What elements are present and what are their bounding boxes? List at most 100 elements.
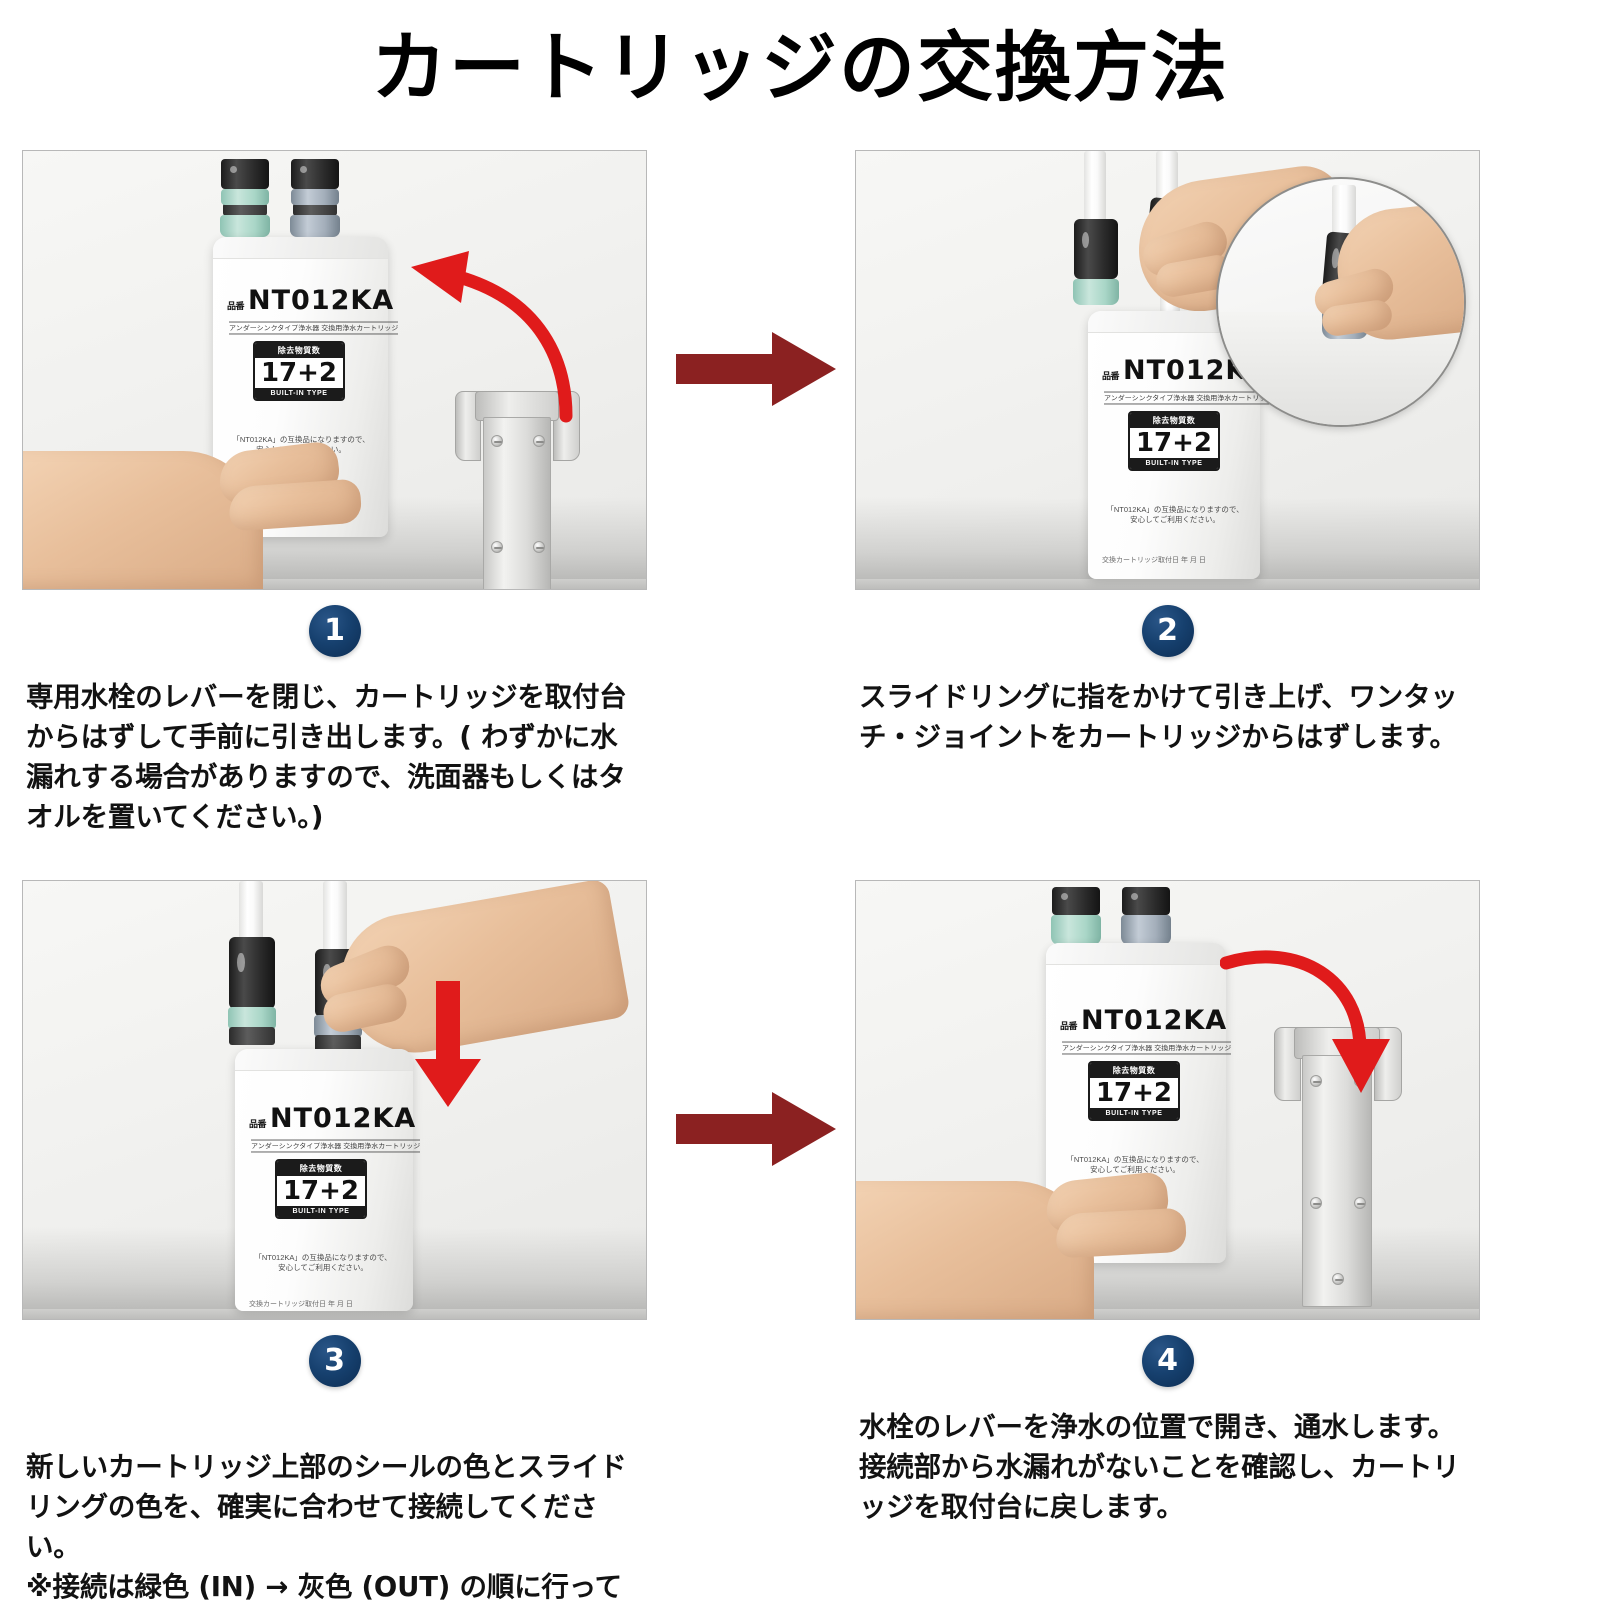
spec-box-footer: BUILT-IN TYPE	[277, 1206, 365, 1218]
step-1-caption: 専用水栓のレバーを閉じ、カートリッジを取付台からはずして手前に引き出します。( …	[26, 681, 627, 833]
water-tube-left	[239, 881, 263, 943]
bracket-screw-top-right	[533, 435, 545, 447]
cartridge-sub-label: アンダーシンクタイプ浄水器 交換用浄水カートリッジ	[1104, 391, 1274, 405]
step-3-caption-main: 新しいカートリッジ上部のシールの色とスライドリングの色を、確実に合わせて接続して…	[26, 1450, 627, 1563]
connector-black-out	[291, 159, 339, 189]
step-3-cell: 品番 NT012KA アンダーシンクタイプ浄水器 交換用浄水カートリッジ 除去物…	[22, 880, 647, 1600]
step-2-cell: 品番 NT012KA アンダーシンクタイプ浄水器 交換用浄水カートリッジ 除去物…	[855, 150, 1480, 753]
cartridge-compat-note: 「NT012KA」の互換品になりますので、 安心してご利用ください。	[1106, 505, 1244, 525]
cartridge-body: 品番 NT012KA アンダーシンクタイプ浄水器 交換用浄水カートリッジ 除去物…	[235, 1049, 421, 1311]
cartridge-model-value: NT012KA	[270, 1103, 417, 1134]
bracket-screw-bottom-left	[491, 541, 503, 553]
step-1-badge: 1	[22, 605, 647, 657]
cartridge-model-prefix: 品番	[1060, 1021, 1078, 1031]
connector-dark-band-right	[315, 1035, 361, 1053]
spec-box-value: 17+2	[1095, 1078, 1173, 1108]
finger-hold-2	[1054, 1207, 1188, 1259]
steps-row-1: 品番 NT012KA アンダーシンクタイプ浄水器 交換用浄水カートリッジ 除去物…	[0, 150, 1600, 870]
photo-counter-edge	[856, 1309, 1479, 1319]
water-tube-left	[1084, 151, 1106, 225]
step-badge-number: 2	[1141, 605, 1194, 657]
bracket-screw-bottom-right	[533, 541, 545, 553]
connector-dark-band-out	[293, 203, 337, 216]
transition-arrow-1-to-2-icon	[676, 332, 836, 406]
bracket-stem	[1302, 1055, 1372, 1307]
cartridge-date-line: 交換カートリッジ取付日 年 月 日	[1102, 557, 1206, 564]
cartridge-spec-box: 除去物質数 17+2 BUILT-IN TYPE	[1128, 411, 1220, 472]
spec-box-footer: BUILT-IN TYPE	[1090, 1108, 1178, 1120]
cartridge-sub-label: アンダーシンクタイプ浄水器 交換用浄水カートリッジ	[251, 1139, 421, 1153]
cartridge-model-value: NT012KA	[248, 285, 395, 316]
step-4-badge: 4	[855, 1335, 1480, 1387]
connector-black-in	[1052, 887, 1100, 915]
step-3-down-arrow-icon	[415, 981, 481, 1107]
slide-ring-gray-out	[1121, 915, 1171, 945]
spec-box-value: 17+2	[282, 1176, 360, 1206]
step-2-caption: スライドリングに指をかけて引き上げ、ワンタッチ・ジョイントをカートリッジからはず…	[859, 681, 1458, 753]
connector-black-left	[229, 937, 275, 1009]
step-1-curved-arrow-icon	[411, 251, 573, 423]
cartridge-sub-label: アンダーシンクタイプ浄水器 交換用浄水カートリッジ	[229, 321, 399, 335]
photo-counter-edge	[23, 1309, 646, 1319]
step-2-photo: 品番 NT012KA アンダーシンクタイプ浄水器 交換用浄水カートリッジ 除去物…	[855, 150, 1480, 590]
spec-box-value: 17+2	[1135, 428, 1213, 458]
finger-index	[227, 478, 363, 532]
connector-black-left	[1074, 219, 1118, 279]
cartridge-model-prefix: 品番	[227, 301, 245, 311]
steps-row-2: 品番 NT012KA アンダーシンクタイプ浄水器 交換用浄水カートリッジ 除去物…	[0, 880, 1600, 1600]
cartridge-model-prefix: 品番	[1102, 371, 1120, 381]
connector-black-in	[221, 159, 269, 189]
spec-box-value: 17+2	[260, 358, 338, 388]
connector-dark-band-left	[229, 1027, 275, 1045]
cartridge-model-label: 品番 NT012KA	[249, 1103, 416, 1134]
cartridge-cap	[213, 237, 388, 259]
step-1-photo: 品番 NT012KA アンダーシンクタイプ浄水器 交換用浄水カートリッジ 除去物…	[22, 150, 647, 590]
step-3-photo: 品番 NT012KA アンダーシンクタイプ浄水器 交換用浄水カートリッジ 除去物…	[22, 880, 647, 1320]
steps-grid: 品番 NT012KA アンダーシンクタイプ浄水器 交換用浄水カートリッジ 除去物…	[0, 150, 1600, 1600]
slide-ring-green	[1073, 279, 1119, 305]
cartridge-model-prefix: 品番	[249, 1119, 267, 1129]
cartridge-cap	[235, 1049, 413, 1071]
slide-ring-gray-out	[291, 189, 339, 205]
spec-box-header: 除去物質数	[277, 1161, 365, 1176]
slide-ring-green	[228, 1007, 276, 1029]
step-3-caption: 新しいカートリッジ上部のシールの色とスライドリングの色を、確実に合わせて接続して…	[22, 1408, 647, 1600]
bracket-screw-top-left	[491, 435, 503, 447]
cartridge-spec-box: 除去物質数 17+2 BUILT-IN TYPE	[1088, 1061, 1180, 1122]
slide-ring-green-in-lower	[220, 215, 270, 237]
spec-box-header: 除去物質数	[255, 343, 343, 358]
cartridge-model-label: 品番 NT012KA	[1060, 1005, 1227, 1036]
slide-ring-gray-out-lower	[290, 215, 340, 237]
step-4-photo: 品番 NT012KA アンダーシンクタイプ浄水器 交換用浄水カートリッジ 除去物…	[855, 880, 1480, 1320]
cartridge-compat-note: 「NT012KA」の互換品になりますので、 安心してご利用ください。	[254, 1253, 392, 1273]
transition-arrow-3-to-4-icon	[676, 1092, 836, 1166]
cartridge-model-label: 品番 NT012KA	[227, 285, 394, 316]
bracket-screw-lower	[1332, 1273, 1344, 1285]
page-title: カートリッジの交換方法	[371, 23, 1229, 112]
magnified-detail-inset	[1216, 177, 1466, 427]
step-4-curved-arrow-icon	[1220, 950, 1390, 1093]
cartridge-sub-label: アンダーシンクタイプ浄水器 交換用浄水カートリッジ	[1062, 1041, 1232, 1055]
step-3-badge: 3	[22, 1335, 647, 1387]
water-tube-right	[323, 881, 347, 955]
bracket-screw-top-left	[1310, 1075, 1322, 1087]
step-2-badge: 2	[855, 605, 1480, 657]
step-badge-number: 4	[1141, 1335, 1194, 1387]
cartridge-spec-box: 除去物質数 17+2 BUILT-IN TYPE	[253, 341, 345, 402]
photo-counter-edge	[856, 579, 1479, 589]
cartridge-cap	[1046, 943, 1226, 965]
connector-black-out	[1122, 887, 1170, 915]
step-badge-number: 3	[308, 1335, 361, 1387]
spec-box-header: 除去物質数	[1090, 1063, 1178, 1078]
spec-box-header: 除去物質数	[1130, 413, 1218, 428]
cartridge-model-value: NT012KA	[1081, 1005, 1228, 1036]
step-4-caption: 水栓のレバーを浄水の位置で開き、通水します。接続部から水漏れがないことを確認し、…	[859, 1411, 1460, 1523]
bracket-screw-bottom-right	[1354, 1197, 1366, 1209]
step-1-cell: 品番 NT012KA アンダーシンクタイプ浄水器 交換用浄水カートリッジ 除去物…	[22, 150, 647, 833]
slide-ring-green-in	[221, 189, 269, 205]
bracket-top-plate	[475, 391, 559, 421]
step-badge-number: 1	[308, 605, 361, 657]
step-4-cell: 品番 NT012KA アンダーシンクタイプ浄水器 交換用浄水カートリッジ 除去物…	[855, 880, 1480, 1523]
spec-box-footer: BUILT-IN TYPE	[1130, 458, 1218, 470]
